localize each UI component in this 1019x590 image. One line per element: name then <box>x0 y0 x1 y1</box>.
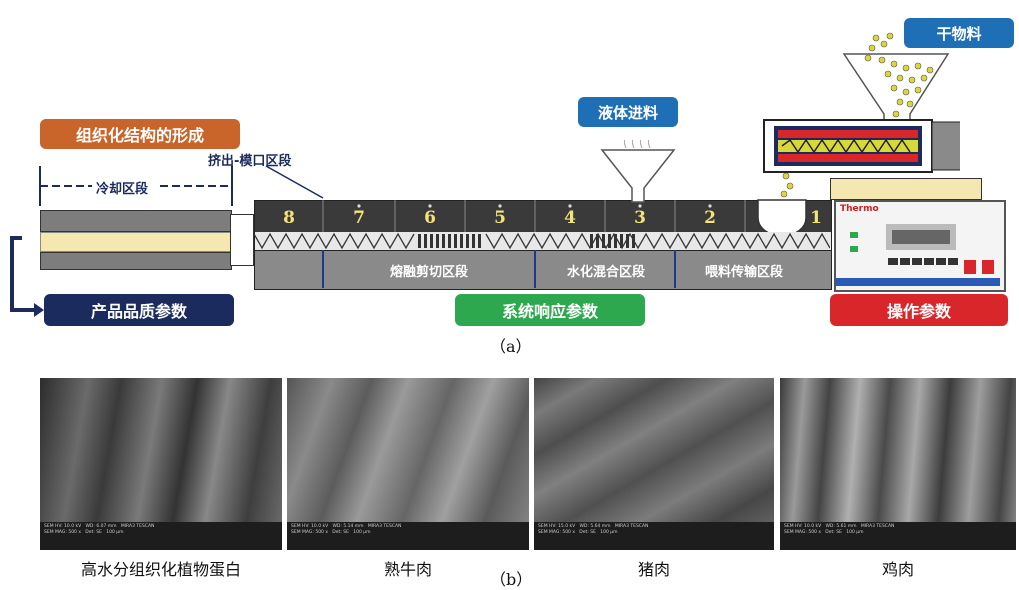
micrograph-plant-protein: SEM HV: 10.0 kV WD: 6.07 mm MIRA3 TESCAN… <box>40 378 282 550</box>
barrel-lower <box>254 250 832 290</box>
die-connector <box>230 214 254 266</box>
zone-number-2: 2 <box>704 208 716 228</box>
zone-number-4: 4 <box>564 208 576 228</box>
dry-feed-hopper <box>763 32 960 198</box>
hydration-mix-label: 水化混合区段 <box>566 265 645 280</box>
micrograph-chicken: SEM HV: 10.0 kV WD: 5.61 mm MIRA3 TESCAN… <box>780 378 1016 550</box>
extruder-barrel-top <box>254 200 832 234</box>
extrusion-die-label: 挤出-模口区段 <box>208 154 292 169</box>
caption-b: （b） <box>490 570 533 589</box>
micrograph-label-plant-protein: 高水分组织化植物蛋白 <box>80 560 241 579</box>
system-response-label: 系统响应参数 <box>455 294 645 326</box>
micrograph-pork: SEM HV: 15.0 kV WD: 5.64 mm MIRA3 TESCAN… <box>534 378 774 550</box>
feed-tray <box>830 178 982 200</box>
operation-params-label: 操作参数 <box>830 294 1008 326</box>
micrograph-label-cooked-beef: 熟牛肉 <box>383 560 432 579</box>
zone-number-3: 3 <box>634 208 646 228</box>
micrograph-label-chicken: 鸡肉 <box>881 560 914 579</box>
liquid-feed-label: 液体进料 <box>578 97 678 127</box>
zone-number-7: 7 <box>353 208 365 228</box>
barrel-zone-dividers <box>322 200 746 232</box>
melt-shear-label: 熔融剪切区段 <box>389 265 468 280</box>
zone-number-1: 1 <box>810 208 822 228</box>
micrograph-label-pork: 猪肉 <box>637 560 670 579</box>
texturization-label: 组织化结构的形成 <box>40 119 240 149</box>
liquid-funnel <box>600 140 676 203</box>
caption-a: （a） <box>490 337 532 356</box>
section-dividers <box>322 250 676 288</box>
cooling-label: 冷却区段 <box>96 182 149 197</box>
dry-feed-label: 干物料 <box>904 18 1014 48</box>
product-quality-label: 产品品质参数 <box>44 294 234 326</box>
feed-convey-label: 喂料传输区段 <box>704 265 783 280</box>
zone-number-5: 5 <box>494 208 506 228</box>
twin-screw <box>254 232 830 250</box>
micrograph-cooked-beef: SEM HV: 10.0 kV WD: 5.14 mm MIRA3 TESCAN… <box>287 378 529 550</box>
zone-number-8: 8 <box>283 208 295 228</box>
monitor-brand: Thermo <box>840 204 879 214</box>
monitor-screen <box>836 224 1000 286</box>
zone-number-6: 6 <box>424 208 436 228</box>
